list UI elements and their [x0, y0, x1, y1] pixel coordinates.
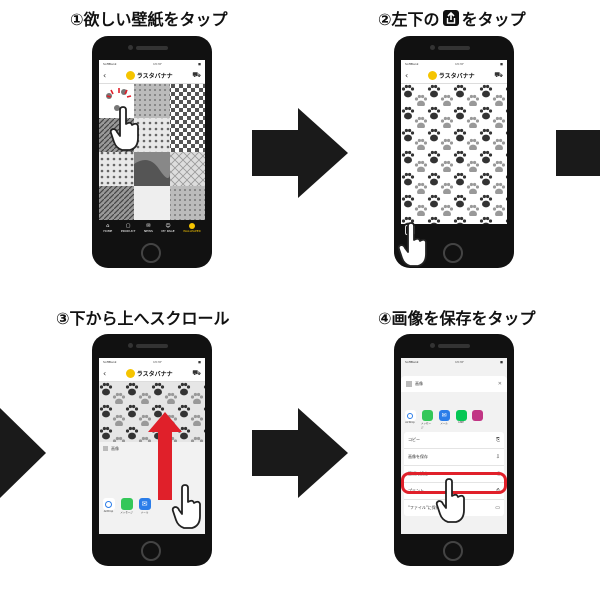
share-sheet-header: 画像: [103, 446, 119, 452]
back-icon[interactable]: ‹: [103, 71, 107, 80]
arrow-right-icon: [252, 408, 348, 498]
image-thumb-icon: [406, 381, 412, 387]
step3-caption: ③下から上へスクロール: [56, 309, 230, 328]
tap-indicator: [106, 88, 132, 98]
step4-caption: ④画像を保存をタップ: [378, 309, 536, 328]
airdrop-icon: [102, 498, 115, 510]
mail-icon: ✉: [438, 410, 450, 421]
messages-icon: [120, 498, 133, 510]
share-app-messages[interactable]: メッセージ: [120, 498, 133, 514]
share-app-airdrop[interactable]: AirDrop: [404, 410, 416, 429]
copy-icon: ⎘: [495, 437, 500, 443]
image-thumb-icon: [103, 446, 108, 451]
arrow-right-icon: [0, 408, 46, 498]
app-logo: ラスタバナナ: [125, 71, 173, 80]
share-apps-row: AirDrop メッセージ ✉ メール: [102, 498, 151, 514]
share-icon: [442, 10, 459, 26]
app-header: ‹ ラスタバナナ ⛟: [401, 68, 507, 84]
back-icon[interactable]: ‹: [103, 369, 107, 378]
tab-news[interactable]: ✉NEWS: [143, 223, 153, 233]
step1-caption: ①欲しい壁紙をタップ: [70, 10, 228, 29]
swipe-up-arrow-icon: [148, 412, 182, 500]
action-save-image[interactable]: 画像を保存⇩: [404, 449, 504, 466]
step2-caption-post: をタップ: [461, 10, 526, 29]
messages-icon: [421, 410, 433, 421]
hand-pointer-icon: [171, 484, 201, 529]
instagram-icon[interactable]: [472, 410, 483, 421]
highlight-save-image: [401, 472, 507, 494]
app-header: ‹ ラスタバナナ ⛟: [99, 366, 205, 382]
action-save-to-files[interactable]: "ファイル"に保存▭: [408, 505, 500, 511]
line-icon: [455, 410, 467, 421]
airdrop-icon: [404, 410, 416, 421]
back-icon[interactable]: ‹: [405, 71, 409, 80]
share-apps-row: AirDrop メッセージ ✉ メール LINE: [404, 410, 483, 429]
tab-home[interactable]: ⌂HOME: [103, 223, 113, 233]
tab-bar: ⌂HOME ▢PRODUCT ✉NEWS ☺MY PAGE WALLPAPER: [99, 220, 205, 236]
share-app-messages[interactable]: メッセージ: [421, 410, 433, 429]
cart-icon[interactable]: ⛟: [192, 71, 201, 79]
share-app-mail[interactable]: ✉ メール: [138, 498, 151, 514]
mail-icon: ✉: [138, 498, 151, 510]
share-sheet-header: 画像 ✕: [401, 376, 507, 392]
wallpaper-preview: [401, 84, 507, 224]
share-app-line[interactable]: LINE: [455, 410, 467, 429]
tab-product[interactable]: ▢PRODUCT: [120, 223, 136, 233]
action-copy[interactable]: コピー⎘: [404, 432, 504, 449]
share-app-mail[interactable]: ✉ メール: [438, 410, 450, 425]
app-logo: ラスタバナナ: [427, 71, 475, 80]
wallpaper-grid[interactable]: [99, 84, 205, 220]
app-logo: ラスタバナナ: [125, 369, 173, 378]
arrow-right-icon: [252, 108, 348, 198]
share-app-airdrop[interactable]: AirDrop: [102, 498, 115, 514]
cart-icon[interactable]: ⛟: [192, 369, 201, 377]
close-icon[interactable]: ✕: [497, 381, 502, 387]
app-header: ‹ ラスタバナナ ⛟: [99, 68, 205, 84]
download-icon: ⇩: [495, 454, 500, 460]
hand-pointer-icon: [435, 478, 465, 523]
tab-wallpaper[interactable]: WALLPAPER: [183, 223, 201, 233]
cart-icon[interactable]: ⛟: [494, 71, 503, 79]
step2-caption: ②左下の をタップ: [378, 6, 526, 30]
tab-mypage[interactable]: ☺MY PAGE: [161, 223, 175, 233]
hand-pointer-icon: [109, 106, 139, 151]
step2-caption-pre: ②左下の: [378, 10, 440, 29]
hand-pointer-icon: [397, 222, 427, 267]
arrow-right-icon: [556, 130, 600, 176]
folder-icon: ▭: [495, 505, 500, 511]
